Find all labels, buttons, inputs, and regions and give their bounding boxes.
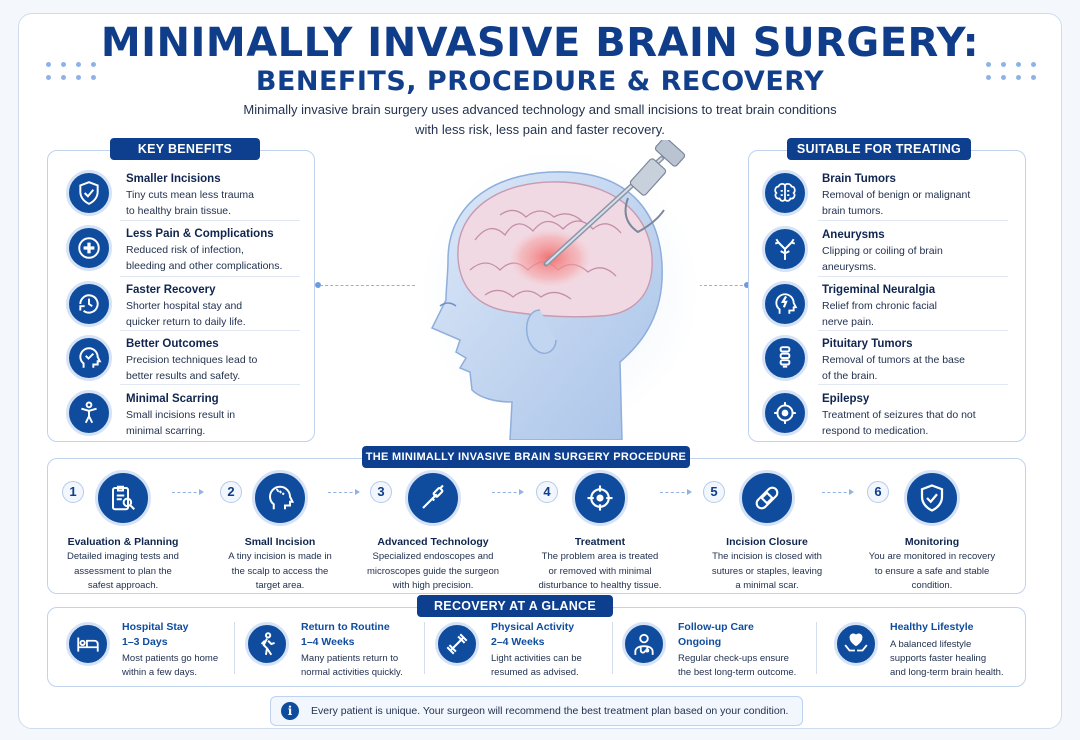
step-number: 1 xyxy=(62,481,84,503)
key-benefits-heading: KEY BENEFITS xyxy=(110,138,260,160)
target-icon xyxy=(762,390,808,436)
recovery-heading: RECOVERY AT A GLANCE xyxy=(417,595,613,617)
divider xyxy=(816,622,817,674)
suitable-for-treating-heading: SUITABLE FOR TREATING xyxy=(787,138,971,160)
step-arrow xyxy=(172,489,204,495)
divider xyxy=(120,276,300,277)
procedure-panel xyxy=(47,458,1026,594)
procedure-heading: THE MINIMALLY INVASIVE BRAIN SURGERY PRO… xyxy=(362,446,690,468)
vessel-icon xyxy=(762,226,808,272)
procedure-step: Evaluation & Planning Detailed imaging t… xyxy=(43,470,203,593)
patient-note-text: Every patient is unique. Your surgeon wi… xyxy=(311,705,789,717)
procedure-step: Incision Closure The incision is closed … xyxy=(687,470,847,593)
recovery-item: Follow-up Care Ongoing Regular check-ups… xyxy=(622,620,796,680)
condition-item: Pituitary Tumors Removal of tumors at th… xyxy=(762,335,965,384)
procedure-step: Advanced Technology Specialized endoscop… xyxy=(353,470,513,593)
divider xyxy=(424,622,425,674)
crosshair-icon xyxy=(572,470,628,526)
clipboard-search-icon xyxy=(95,470,151,526)
procedure-step: Monitoring You are monitored in recovery… xyxy=(852,470,1012,593)
condition-item: Aneurysms Clipping or coiling of brain a… xyxy=(762,226,943,275)
bandage-icon xyxy=(739,470,795,526)
recovery-item: Healthy Lifestyle A balanced lifestyle s… xyxy=(834,620,1004,680)
medical-cross-icon xyxy=(66,225,112,271)
procedure-step: Small Incision A tiny incision is made i… xyxy=(200,470,360,593)
condition-item: Epilepsy Treatment of seizures that do n… xyxy=(762,390,976,439)
benefit-item: Smaller Incisions Tiny cuts mean less tr… xyxy=(66,170,254,219)
recovery-item: Hospital Stay 1–3 Days Most patients go … xyxy=(66,620,218,680)
decorative-dots-right xyxy=(986,62,1037,80)
step-number: 3 xyxy=(370,481,392,503)
endoscope-icon xyxy=(405,470,461,526)
benefit-item: Faster Recovery Shorter hospital stay an… xyxy=(66,281,246,330)
divider xyxy=(818,220,1008,221)
connector-dot xyxy=(744,282,750,288)
condition-item: Trigeminal Neuralgia Relief from chronic… xyxy=(762,281,937,330)
spine-icon xyxy=(762,335,808,381)
hospital-bed-icon xyxy=(66,622,110,666)
recovery-item: Return to Routine 1–4 Weeks Many patient… xyxy=(245,620,403,680)
heart-hands-icon xyxy=(834,622,878,666)
recovery-item: Physical Activity 2–4 Weeks Light activi… xyxy=(435,620,582,680)
brain-icon xyxy=(762,170,808,216)
benefit-item: Better Outcomes Precision techniques lea… xyxy=(66,335,257,384)
recovery-clock-icon xyxy=(66,281,112,327)
head-check-icon xyxy=(66,335,112,381)
page-title: MINIMALLY INVASIVE BRAIN SURGERY: xyxy=(100,20,980,66)
connector-line xyxy=(320,285,415,286)
procedure-step: Treatment The problem area is treated or… xyxy=(520,470,680,593)
step-arrow xyxy=(822,489,854,495)
shield-check-icon xyxy=(904,470,960,526)
person-icon xyxy=(66,390,112,436)
intro-text: Minimally invasive brain surgery uses ad… xyxy=(243,102,837,137)
brain-surgery-illustration xyxy=(420,140,700,440)
doctor-icon xyxy=(622,622,666,666)
head-bolt-icon xyxy=(762,281,808,327)
step-number: 4 xyxy=(536,481,558,503)
condition-item: Brain Tumors Removal of benign or malign… xyxy=(762,170,970,219)
shield-check-icon xyxy=(66,170,112,216)
divider xyxy=(120,220,300,221)
benefit-item: Minimal Scarring Small incisions result … xyxy=(66,390,235,439)
head-incision-icon xyxy=(252,470,308,526)
step-arrow xyxy=(492,489,524,495)
divider xyxy=(120,384,300,385)
info-icon: i xyxy=(281,702,299,720)
divider xyxy=(818,276,1008,277)
walking-icon xyxy=(245,622,289,666)
connector-line xyxy=(668,285,748,286)
step-number: 6 xyxy=(867,481,889,503)
divider xyxy=(612,622,613,674)
patient-note: i Every patient is unique. Your surgeon … xyxy=(270,696,803,726)
step-number: 5 xyxy=(703,481,725,503)
divider xyxy=(120,330,300,331)
dumbbell-icon xyxy=(435,622,479,666)
divider xyxy=(818,330,1008,331)
page-subtitle: BENEFITS, PROCEDURE & RECOVERY xyxy=(255,66,825,97)
decorative-dots-left xyxy=(46,62,97,80)
step-arrow xyxy=(328,489,360,495)
connector-dot xyxy=(315,282,321,288)
divider xyxy=(818,384,1008,385)
step-arrow xyxy=(660,489,692,495)
divider xyxy=(234,622,235,674)
step-number: 2 xyxy=(220,481,242,503)
benefit-item: Less Pain & Complications Reduced risk o… xyxy=(66,225,282,274)
